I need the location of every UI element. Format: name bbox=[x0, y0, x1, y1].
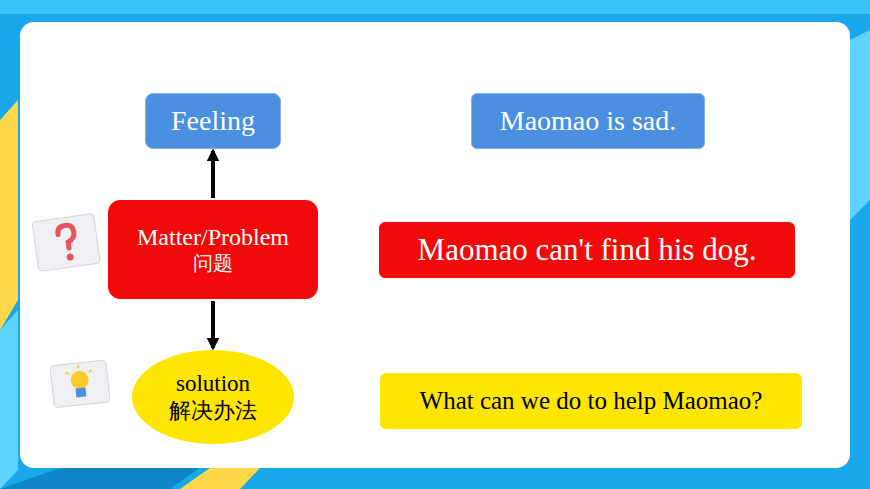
node-label: What can we do to help Maomao? bbox=[420, 387, 763, 416]
bulb-rays bbox=[65, 364, 92, 375]
bulb-base bbox=[75, 387, 86, 397]
ellipse-fill bbox=[132, 350, 294, 444]
ellipse-shape bbox=[132, 350, 294, 444]
bulb bbox=[70, 370, 90, 390]
top-band bbox=[0, 0, 870, 14]
question-icon bbox=[32, 213, 100, 271]
bottom-deco bbox=[180, 468, 260, 489]
problem-box: Matter/Problem问题 bbox=[108, 200, 318, 299]
solution-question-box: What can we do to help Maomao? bbox=[380, 373, 802, 429]
node-label: Maomao is sad. bbox=[500, 105, 677, 137]
node-sublabel: 问题 bbox=[193, 252, 233, 275]
feeling-answer-box: Maomao is sad. bbox=[471, 93, 705, 149]
node-label: Matter/Problem bbox=[137, 224, 289, 252]
paper bbox=[50, 360, 110, 408]
node-label: solution bbox=[176, 371, 250, 397]
panel bbox=[20, 22, 850, 468]
node-label: Feeling bbox=[171, 105, 255, 137]
problem-answer-box: Maomao can't find his dog. bbox=[379, 222, 795, 278]
paper bbox=[32, 213, 100, 271]
left-deco bbox=[0, 310, 18, 489]
solution-ellipse: solution解决办法 bbox=[132, 350, 294, 444]
question-dot bbox=[66, 253, 74, 261]
question-mark bbox=[57, 224, 76, 249]
lightbulb-icon bbox=[50, 360, 110, 408]
right-deco bbox=[850, 30, 870, 220]
node-sublabel: 解决办法 bbox=[169, 398, 257, 423]
left-deco bbox=[0, 100, 18, 330]
arrow-connector bbox=[211, 151, 215, 198]
arrow-connector bbox=[211, 301, 215, 348]
node-label: Maomao can't find his dog. bbox=[418, 232, 757, 268]
bottom-deco bbox=[0, 468, 200, 489]
feeling-box: Feeling bbox=[145, 93, 281, 149]
